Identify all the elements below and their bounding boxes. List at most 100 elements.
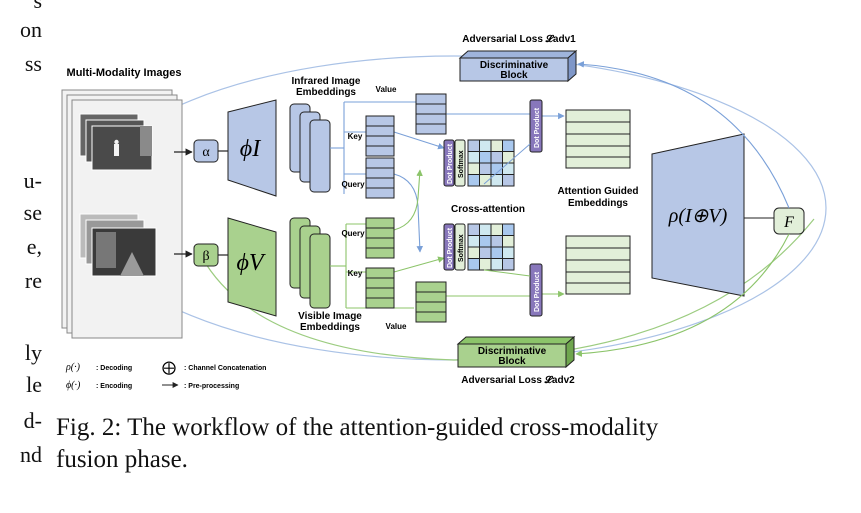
adv-loss-top-label: Adversarial Loss 𝓛adv1 xyxy=(462,33,576,45)
attention-cell xyxy=(479,139,492,152)
value-label-bottom: Value xyxy=(386,322,407,331)
attention-cell xyxy=(490,246,503,259)
visible-embedding-stack xyxy=(289,217,331,309)
attention-cell xyxy=(502,235,515,248)
beta-preprocess: β xyxy=(193,243,219,267)
dot-product-bottom-right: Dot Product xyxy=(529,263,543,317)
svg-text:Dot Product: Dot Product xyxy=(534,107,541,148)
attention-cell xyxy=(479,151,492,164)
svg-text:α: α xyxy=(202,145,210,160)
infrared-embeddings-label: Infrared Image xyxy=(292,76,361,87)
attention-cell xyxy=(490,151,503,164)
value-box-top xyxy=(415,93,447,135)
svg-text:Embeddings: Embeddings xyxy=(568,198,628,209)
softmax-top: Softmax xyxy=(454,139,466,187)
attention-cell xyxy=(467,139,480,152)
margin-text: le xyxy=(26,372,42,397)
svg-text:: Decoding: : Decoding xyxy=(96,365,132,372)
cross-attention-label: Cross-attention xyxy=(451,204,525,215)
svg-text:Softmax: Softmax xyxy=(458,150,465,178)
svg-text:Discriminative: Discriminative xyxy=(480,60,549,71)
discriminative-block-bottom: Discriminative Block xyxy=(456,335,576,369)
legend: ρ(·) : Decoding ⨁ : Channel Concatenatio… xyxy=(65,359,266,391)
margin-text: on xyxy=(20,17,42,42)
attention-cell xyxy=(467,151,480,164)
attention-cell xyxy=(479,162,492,175)
margin-text: d- xyxy=(23,408,42,433)
svg-text:Block: Block xyxy=(500,70,528,81)
svg-text:Dot Product: Dot Product xyxy=(534,271,541,312)
attention-cell xyxy=(479,174,492,187)
attention-cell xyxy=(467,223,480,236)
attention-cell xyxy=(479,246,492,259)
margin-text: s xyxy=(33,0,42,13)
query-label-bottom: Query xyxy=(341,229,365,238)
attention-cell xyxy=(502,246,515,259)
margin-text: se xyxy=(23,200,42,225)
visible-encoder: ϕV xyxy=(227,217,277,317)
svg-text:ϕI: ϕI xyxy=(240,136,261,162)
attention-matrix-top xyxy=(467,139,515,187)
figure-caption: Fig. 2: The workflow of the attention-gu… xyxy=(56,412,816,476)
attention-cell xyxy=(502,151,515,164)
key-label-top: Key xyxy=(348,132,363,141)
caption-line-1: Fig. 2: The workflow of the attention-gu… xyxy=(56,414,659,441)
attention-cell xyxy=(490,223,503,236)
query-box-top xyxy=(365,157,395,199)
svg-text:Dot Product: Dot Product xyxy=(447,227,454,268)
softmax-bottom: Softmax xyxy=(454,223,466,271)
attention-cell xyxy=(467,162,480,175)
svg-text:β: β xyxy=(202,249,209,264)
svg-text:⨁: ⨁ xyxy=(162,359,176,375)
discriminative-block-top: Discriminative Block xyxy=(458,49,578,83)
svg-text:Dot Product: Dot Product xyxy=(447,143,454,184)
multi-modality-title: Multi-Modality Images xyxy=(67,67,182,79)
left-column-fragments: s on ss u- se e, re ly le d- nd xyxy=(0,0,44,513)
svg-text:ρ(I⊕V): ρ(I⊕V) xyxy=(668,205,728,227)
margin-text: ss xyxy=(24,51,42,76)
infrared-encoder: ϕI xyxy=(227,99,277,197)
attention-cell xyxy=(490,139,503,152)
margin-text: nd xyxy=(20,442,42,467)
attention-cell xyxy=(490,235,503,248)
visible-embeddings-label: Visible Image xyxy=(298,311,362,322)
margin-text: re xyxy=(24,268,42,293)
dot-product-top-left: Dot Product xyxy=(443,139,455,187)
query-label-top: Query xyxy=(341,180,365,189)
alpha-preprocess: α xyxy=(193,139,219,163)
attention-cell xyxy=(502,258,515,271)
attention-cell xyxy=(502,162,515,175)
attention-cell xyxy=(502,223,515,236)
query-box-bottom xyxy=(365,217,395,259)
svg-text:Discriminative: Discriminative xyxy=(478,346,547,357)
svg-text:: Pre-processing: : Pre-processing xyxy=(184,383,239,390)
svg-text:Block: Block xyxy=(498,356,526,367)
fusion-workflow-diagram: Adversarial Loss 𝓛adv1 Discriminative Bl… xyxy=(61,33,827,391)
svg-text:ϕ(·): ϕ(·) xyxy=(66,380,81,391)
margin-text: u- xyxy=(23,168,42,193)
attention-cell xyxy=(467,235,480,248)
attention-cell xyxy=(479,258,492,271)
svg-text:F: F xyxy=(783,214,794,231)
attention-cell xyxy=(502,139,515,152)
fused-output: F xyxy=(773,207,805,235)
svg-text:ϕV: ϕV xyxy=(236,250,265,276)
svg-text:: Encoding: : Encoding xyxy=(96,383,132,390)
attention-cell xyxy=(467,246,480,259)
attention-guided-label: Attention Guided xyxy=(557,186,638,197)
key-box-top xyxy=(365,115,395,157)
attention-cell xyxy=(479,223,492,236)
adv-loss-bottom-label: Adversarial Loss 𝓛adv2 xyxy=(461,374,575,386)
attention-cell xyxy=(467,174,480,187)
svg-text:Softmax: Softmax xyxy=(458,234,465,262)
svg-text:Embeddings: Embeddings xyxy=(296,87,356,98)
attention-guided-embeddings-top xyxy=(565,109,631,169)
attention-cell xyxy=(490,258,503,271)
margin-text: e, xyxy=(26,234,42,259)
dot-product-top-right: Dot Product xyxy=(529,99,543,153)
value-box-bottom xyxy=(415,281,447,323)
dot-product-bottom-left: Dot Product xyxy=(443,223,455,271)
margin-text: ly xyxy=(24,340,42,365)
visible-image xyxy=(79,213,157,277)
svg-text:: Channel Concatenation: : Channel Concatenation xyxy=(184,365,266,372)
